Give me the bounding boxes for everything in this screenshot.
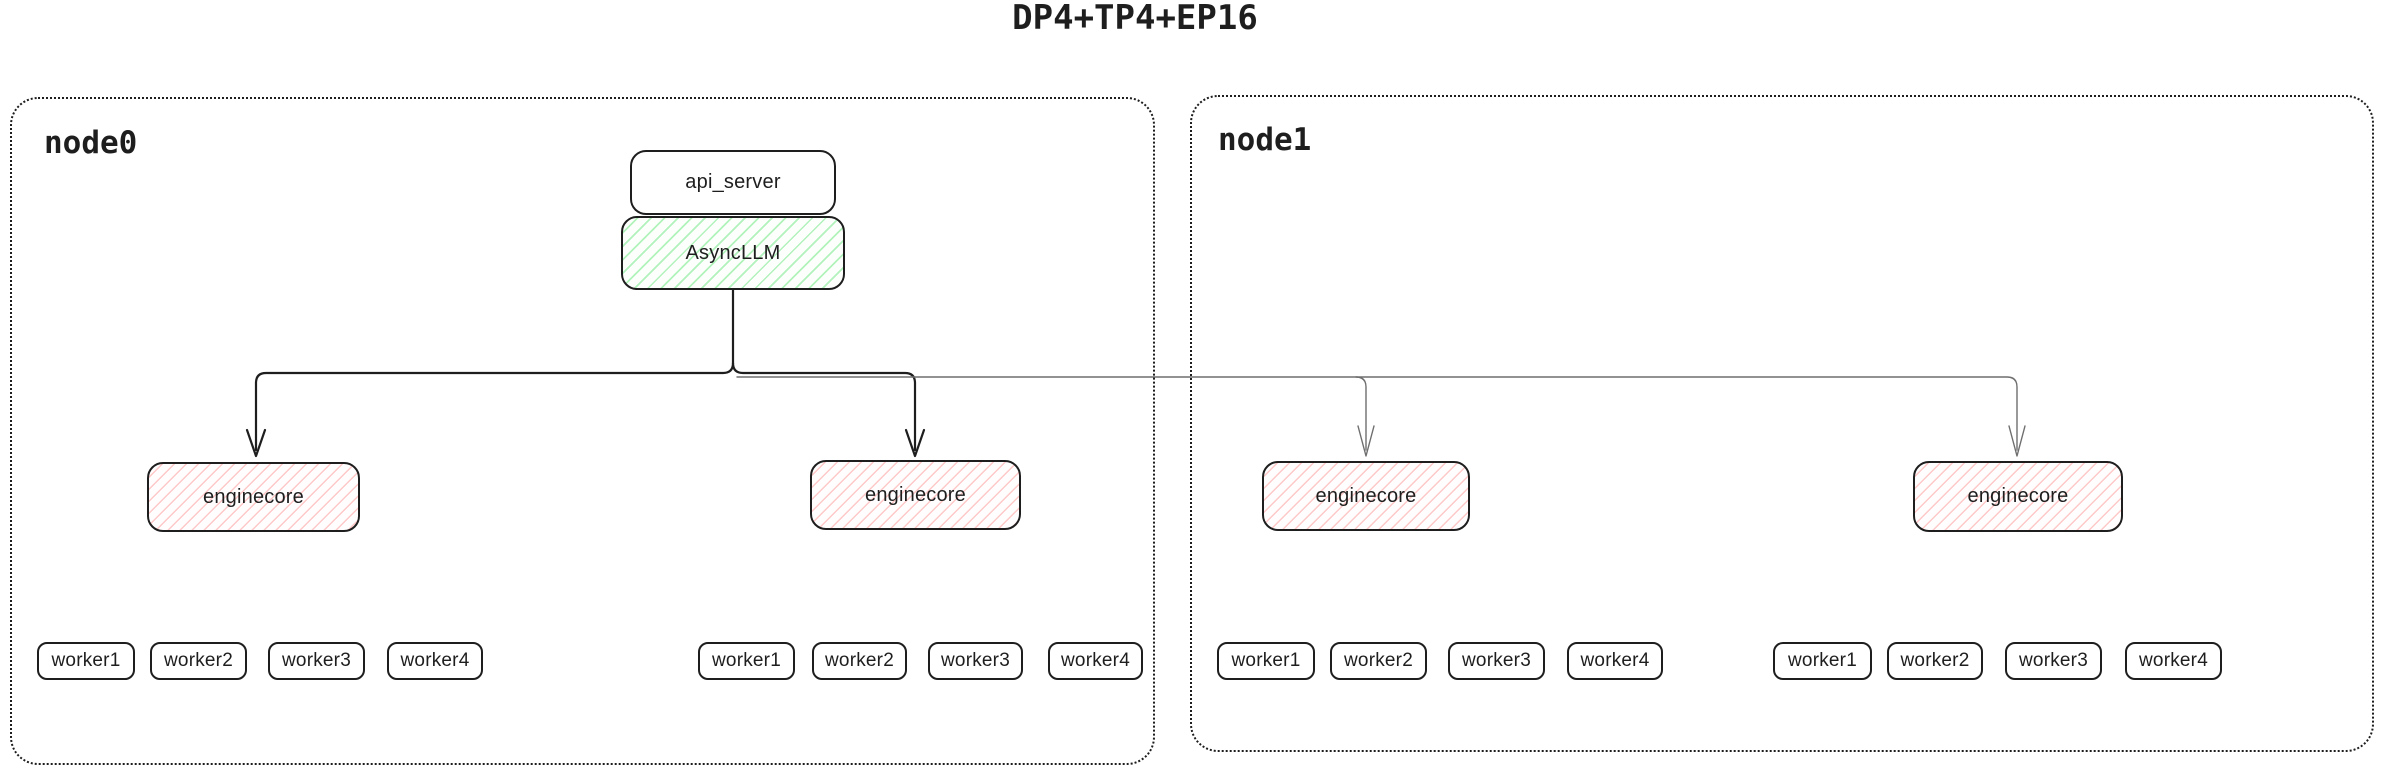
worker-label: worker4: [400, 650, 470, 671]
worker-box: worker4: [1567, 642, 1663, 680]
worker-label: worker3: [282, 650, 351, 671]
worker-box: worker3: [928, 642, 1023, 680]
worker-box: worker2: [1330, 642, 1427, 680]
worker-box: worker1: [698, 642, 795, 680]
worker-label: worker3: [941, 650, 1010, 671]
worker-box: worker2: [1887, 642, 1983, 680]
enginecore-label: enginecore: [203, 485, 304, 508]
enginecore-box-1: enginecore: [147, 462, 360, 532]
worker-label: worker1: [1231, 650, 1301, 671]
worker-label: worker1: [712, 650, 781, 671]
api-server-label: api_server: [685, 171, 781, 193]
worker-label: worker4: [1580, 650, 1650, 671]
worker-label: worker2: [1900, 650, 1970, 671]
asyncllm-box: AsyncLLM: [621, 216, 845, 290]
enginecore-box-2: enginecore: [810, 460, 1021, 530]
worker-label: worker2: [164, 650, 233, 671]
enginecore-box-3: enginecore: [1262, 461, 1470, 531]
api-server-box: api_server: [630, 150, 836, 215]
worker-box: worker2: [812, 642, 907, 680]
enginecore-label: enginecore: [865, 483, 966, 506]
node0-label: node0: [44, 125, 138, 161]
worker-box: worker4: [1048, 642, 1143, 680]
worker-box: worker3: [1448, 642, 1545, 680]
worker-label: worker2: [825, 650, 894, 671]
worker-label: worker3: [1462, 650, 1531, 671]
worker-box: worker1: [1217, 642, 1315, 680]
node1-container: [1190, 95, 2374, 752]
worker-box: worker3: [268, 642, 365, 680]
worker-box: worker1: [1773, 642, 1872, 680]
worker-box: worker4: [387, 642, 483, 680]
worker-box: worker4: [2125, 642, 2222, 680]
node1-label: node1: [1218, 122, 1312, 158]
diagram-title: DP4+TP4+EP16: [1012, 0, 1258, 38]
node0-container: [10, 97, 1155, 765]
worker-box: worker2: [150, 642, 247, 680]
worker-label: worker1: [51, 650, 121, 671]
worker-label: worker4: [1061, 650, 1130, 671]
asyncllm-label: AsyncLLM: [685, 241, 781, 264]
enginecore-label: enginecore: [1315, 484, 1417, 507]
enginecore-box-4: enginecore: [1913, 461, 2123, 532]
worker-box: worker1: [37, 642, 135, 680]
worker-label: worker1: [1788, 650, 1857, 671]
worker-label: worker4: [2139, 650, 2208, 671]
enginecore-label: enginecore: [1967, 485, 2069, 507]
worker-label: worker3: [2019, 650, 2088, 671]
worker-label: worker2: [1344, 650, 1413, 671]
worker-box: worker3: [2005, 642, 2102, 680]
